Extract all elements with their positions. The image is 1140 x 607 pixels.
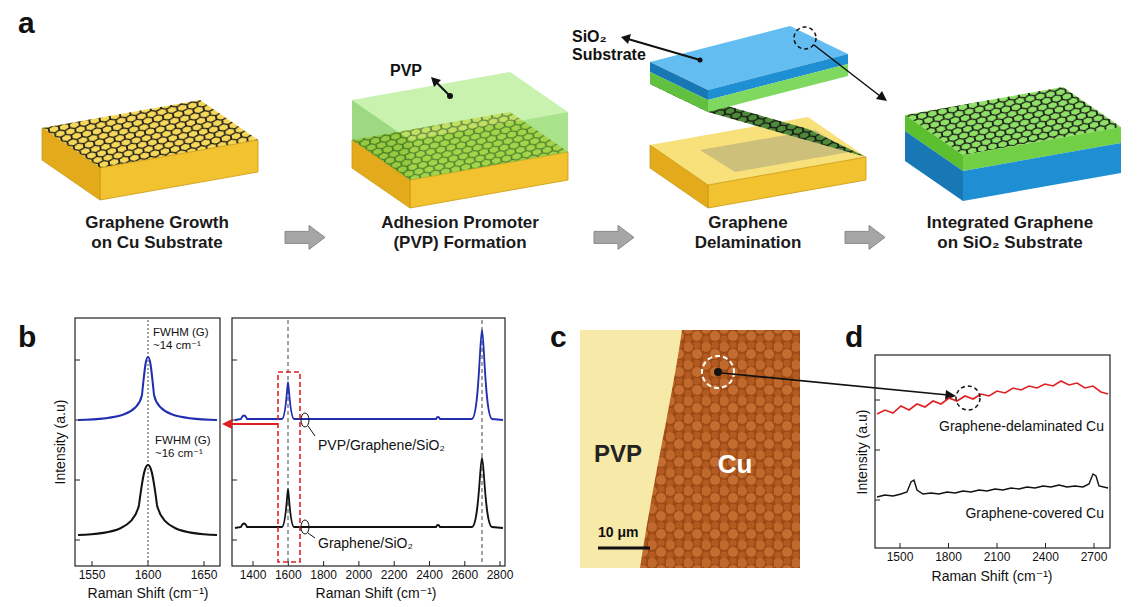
fwhm-note: FWHM (G) ~14 cm⁻¹ xyxy=(153,326,215,352)
delamination-part xyxy=(708,64,848,112)
delamination-part xyxy=(876,91,887,101)
optical-image xyxy=(580,330,956,568)
pvp-on-cu-part xyxy=(410,112,568,180)
pvp-on-cu xyxy=(352,72,568,208)
raman-plot-b-part xyxy=(308,426,315,436)
tick-label: 2400 xyxy=(416,569,443,583)
panel-letter: c xyxy=(550,320,567,355)
raman-plot-b-part xyxy=(222,419,232,429)
tick-label: 1800 xyxy=(935,551,962,565)
raman-plot-b-part xyxy=(278,372,300,562)
raman-plot-b xyxy=(75,318,505,566)
tick-label: 1600 xyxy=(275,569,302,583)
axis-title: Intensity (a.u) xyxy=(854,410,870,495)
axis-title: Raman Shift (cm⁻¹) xyxy=(88,585,209,601)
raman-plot-b-part xyxy=(78,465,217,535)
tick-label: 2100 xyxy=(984,551,1011,565)
tick-label: 2200 xyxy=(381,569,408,583)
axis-title: Intensity (a.u) xyxy=(52,400,68,485)
caption-text: Graphene Delamination xyxy=(682,213,814,254)
raman-plot-b-part xyxy=(230,423,278,425)
optical-image-part xyxy=(714,368,722,376)
curve-label: PVP/Graphene/SiO₂ xyxy=(318,437,445,453)
delamination-part xyxy=(621,34,631,44)
delamination-part xyxy=(708,157,866,208)
raman-plot-b-part xyxy=(301,520,309,534)
tick-label: 1600 xyxy=(135,569,162,583)
axis-title: Raman Shift (cm⁻¹) xyxy=(932,568,1053,584)
panel-letter: d xyxy=(845,320,863,355)
step-caption: Graphene Delamination xyxy=(682,213,814,254)
caption-text: Adhesion Promoter (PVP) Formation xyxy=(374,213,546,254)
region-label: PVP xyxy=(594,440,642,468)
tick-label: 2400 xyxy=(1032,551,1059,565)
tick-label: 2000 xyxy=(346,569,373,583)
curve-label: Graphene-delaminated Cu xyxy=(939,418,1104,434)
tick-label: 2600 xyxy=(451,569,478,583)
pvp-on-cu-part xyxy=(431,77,441,87)
raman-plot-b-part xyxy=(308,533,315,538)
step-caption: Graphene Growth on Cu Substrate xyxy=(78,213,236,254)
raman-plot-d-part xyxy=(877,474,1108,497)
delamination-part xyxy=(650,72,708,112)
cu-slab-part xyxy=(100,140,258,200)
tick-label: 2700 xyxy=(1081,551,1108,565)
panel-letter: b xyxy=(18,320,36,355)
graphene-on-sio2-part xyxy=(963,143,1121,201)
pvp-on-cu-part xyxy=(447,93,453,99)
raman-plot-b-part xyxy=(482,320,483,564)
raman-plot-b-part xyxy=(75,318,220,566)
tick-label: 2800 xyxy=(487,569,514,583)
region-label: Cu xyxy=(718,450,753,480)
delamination-part xyxy=(794,27,816,49)
process-arrow xyxy=(845,225,885,249)
curve-label: Graphene/SiO₂ xyxy=(318,535,413,551)
axis-title: Raman Shift (cm⁻¹) xyxy=(316,585,437,601)
raman-plot-b-part xyxy=(235,330,503,420)
part-label: SiO₂ Substrate xyxy=(572,28,662,65)
scale-bar-label: 10 μm xyxy=(598,524,638,540)
optical-image-part xyxy=(598,547,650,550)
graphene-on-sio2-part xyxy=(905,131,963,201)
cu-slab xyxy=(42,100,258,200)
tick-label: 1650 xyxy=(191,569,218,583)
tick-label: 1550 xyxy=(79,569,106,583)
raman-plot-d-part xyxy=(956,386,980,410)
pvp-on-cu-part xyxy=(352,100,410,180)
raman-plot-b-part xyxy=(232,318,505,566)
graphene-on-sio2 xyxy=(905,87,1121,201)
optical-image-part xyxy=(580,330,800,568)
optical-image-part xyxy=(702,356,734,388)
tick-label: 1500 xyxy=(887,551,914,565)
optical-image-part xyxy=(722,373,948,395)
tick-label: 1400 xyxy=(240,569,267,583)
delamination xyxy=(621,26,887,208)
part-label: PVP xyxy=(390,62,422,80)
raman-plot-b-part xyxy=(235,458,503,528)
cu-slab-part xyxy=(42,128,100,200)
step-caption: Adhesion Promoter (PVP) Formation xyxy=(374,213,546,254)
panel-letter: a xyxy=(18,6,35,41)
tick-label: 1800 xyxy=(310,569,337,583)
fwhm-note: FWHM (G) ~16 cm⁻¹ xyxy=(155,434,217,460)
curve-label: Graphene-covered Cu xyxy=(965,505,1104,521)
delamination-part xyxy=(650,145,708,208)
raman-plot-b-part xyxy=(78,357,217,420)
delamination-part xyxy=(698,58,703,63)
process-arrow xyxy=(285,225,325,249)
delamination-part xyxy=(814,45,880,96)
caption-text: Integrated Graphene on SiO₂ Substrate xyxy=(916,213,1104,254)
raman-plot-d-part xyxy=(875,355,1110,548)
process-arrow xyxy=(594,225,634,249)
raman-plot-b-part xyxy=(301,413,309,427)
raman-plot-b-part xyxy=(288,320,289,564)
caption-text: Graphene Growth on Cu Substrate xyxy=(78,213,236,254)
raman-plot-d xyxy=(875,355,1110,548)
optical-image-part xyxy=(580,330,682,568)
raman-plot-d-part xyxy=(877,381,1108,414)
step-caption: Integrated Graphene on SiO₂ Substrate xyxy=(916,213,1104,254)
